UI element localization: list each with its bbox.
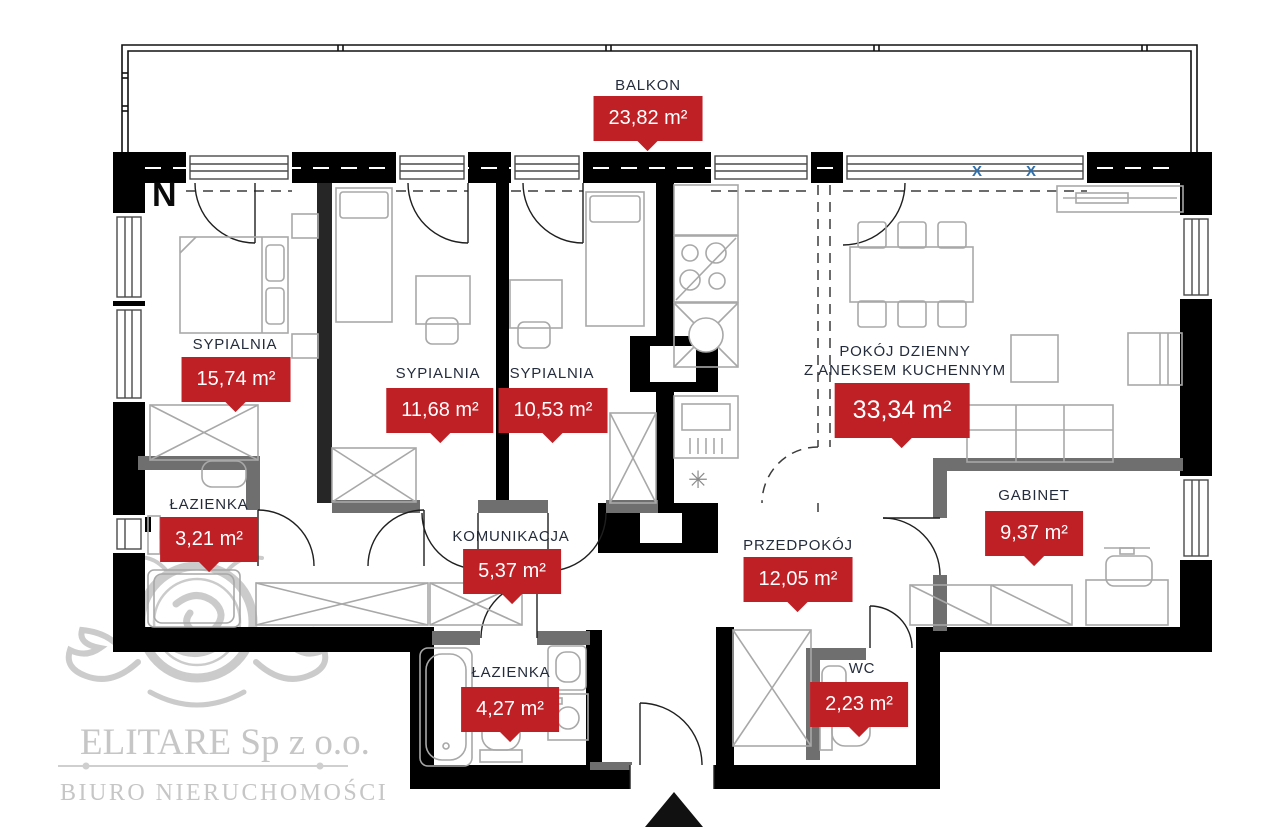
area-badge-lazienka-1: 3,21 m² [160, 517, 258, 573]
coffee-table-icon [1010, 334, 1059, 383]
bedroom1-furniture [149, 213, 319, 461]
watermark-company: ELITARE Sp z o.o. [80, 722, 370, 763]
windows: X X [113, 152, 1212, 560]
desk-icon [415, 275, 471, 325]
area-badge-sypialnia-2: 11,68 m² [386, 388, 494, 444]
interior-walls [113, 183, 1183, 770]
wardrobe-icon [255, 582, 429, 626]
wardrobe-icon [331, 447, 417, 503]
north-compass-label: N [152, 176, 177, 214]
room-label-przedpokoj: PRZEDPOKÓJ [743, 537, 853, 554]
chair-icon [425, 317, 459, 345]
desk-icon [509, 279, 563, 329]
chair-icon [517, 321, 551, 349]
dining-table-icon [849, 221, 974, 328]
area-badge-gabinet: 9,37 m² [985, 511, 1083, 567]
area-badge-pokoj-dzienny: 33,34 m² [834, 383, 970, 449]
room-label-komunikacja: KOMUNIKACJA [452, 528, 570, 545]
area-badge-lazienka-2: 4,27 m² [461, 687, 559, 743]
area-badge-komunikacja: 5,37 m² [463, 549, 561, 605]
living-room-furniture [849, 185, 1184, 463]
kitchen-cabinet-icon [673, 184, 739, 236]
sofa-icon [966, 404, 1114, 463]
desk-icon [1085, 579, 1169, 626]
hob-icon [673, 235, 739, 303]
watermark-subtitle: BIURO NIERUCHOMOŚCI [60, 779, 388, 806]
balcony-outline [121, 44, 1198, 152]
watermark-divider [58, 762, 348, 770]
shower-icon [147, 569, 241, 628]
single-bed-icon [335, 187, 393, 323]
kitchen-furniture: ✳ [673, 184, 739, 494]
room-label-pokoj-dzienny-line1: POKÓJ DZIENNY [839, 343, 971, 360]
tv-console-icon [1056, 185, 1184, 213]
kitchen-sink-icon [673, 302, 739, 368]
room-label-gabinet: GABINET [998, 487, 1070, 504]
area-badge-wc: 2,23 m² [810, 682, 908, 738]
nightstand-icon [291, 213, 319, 239]
fridge-icon [673, 395, 739, 459]
doors [194, 182, 941, 789]
dashed-lines [186, 185, 1087, 512]
washbasin-icon [547, 645, 587, 691]
area-badge-przedpokoj: 12,05 m² [743, 557, 853, 613]
double-bed-icon [179, 236, 289, 334]
window-mark-1: X [972, 163, 982, 180]
entrance-arrow-icon [645, 792, 703, 827]
nightstand-icon [291, 333, 319, 359]
armchair-icon [1127, 332, 1183, 386]
single-bed-icon [585, 191, 645, 327]
room-label-sypialnia-2: SYPIALNIA [395, 365, 481, 382]
bedroom3-furniture [509, 191, 657, 504]
kitchen-annex-door-arc [761, 446, 819, 504]
room-label-lazienka-1: ŁAZIENKA [169, 496, 249, 513]
washbasin-icon [201, 460, 247, 488]
room-label-sypialnia-1: SYPIALNIA [192, 336, 278, 353]
office-furniture [909, 547, 1169, 626]
room-label-lazienka-2: ŁAZIENKA [471, 664, 551, 681]
cabinet-icon [909, 584, 1073, 626]
bedroom2-furniture [331, 187, 471, 503]
wardrobe-icon [149, 404, 259, 461]
area-badge-sypialnia-1: 15,74 m² [181, 357, 291, 413]
window-mark-2: X [1026, 163, 1036, 180]
area-badge-balkon: 23,82 m² [593, 96, 703, 152]
wardrobe-icon [609, 412, 657, 504]
room-label-balkon: BALKON [615, 77, 681, 94]
wardrobe-icon [732, 629, 812, 747]
room-label-pokoj-dzienny-line2: Z ANEKSEM KUCHENNYM [804, 362, 1006, 379]
area-badge-sypialnia-3: 10,53 m² [498, 388, 608, 444]
room-label-sypialnia-3: SYPIALNIA [509, 365, 595, 382]
office-chair-icon [1105, 555, 1153, 587]
snowflake-symbol-icon: ✳ [688, 467, 708, 494]
room-label-wc: WC [848, 660, 876, 677]
